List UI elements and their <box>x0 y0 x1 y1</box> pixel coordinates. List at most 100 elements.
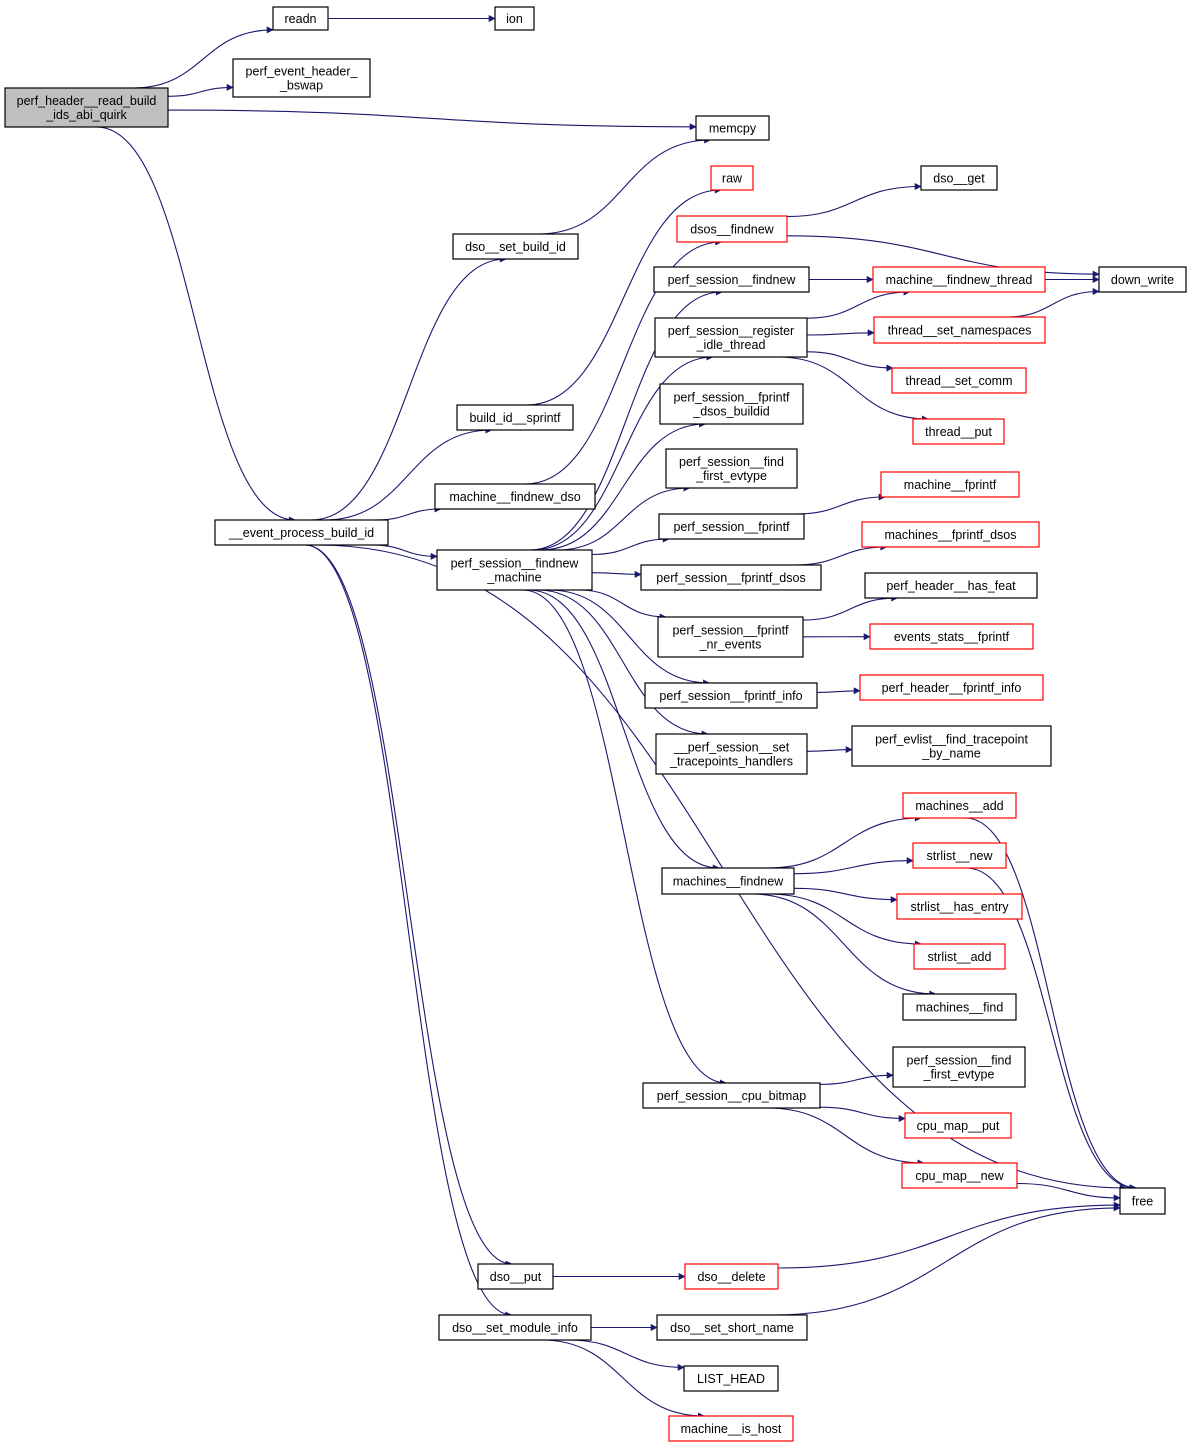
graph-node-dso_set_module_info[interactable]: dso__set_module_info <box>438 1314 592 1341</box>
graph-node-m_findnew_thread[interactable]: machine__findnew_thread <box>872 266 1046 293</box>
node-label: _ids_abi_quirk <box>45 108 127 122</box>
graph-node-ph_fprintf_info[interactable]: perf_header__fprintf_info <box>859 674 1044 701</box>
node-box <box>873 316 1046 344</box>
graph-node-strlist_has_entry[interactable]: strlist__has_entry <box>896 893 1023 920</box>
node-label: machine__findnew_dso <box>449 490 580 504</box>
node-box <box>4 87 169 128</box>
graph-node-dso_get[interactable]: dso__get <box>920 165 998 191</box>
node-box <box>913 943 1006 970</box>
node-box <box>436 549 593 591</box>
node-label: free <box>1132 1195 1154 1209</box>
node-box <box>920 165 998 191</box>
call-edge-ps_fprintf_dsos-to-ms_fprintf_dsos <box>794 543 888 566</box>
graph-node-ps_fprintf_nr_events[interactable]: perf_session__fprintf_nr_events <box>657 616 804 658</box>
node-label: strlist__has_entry <box>911 900 1010 914</box>
graph-node-m_findnew_dso[interactable]: machine__findnew_dso <box>434 483 596 510</box>
call-edge-dso_set_build_id-to-memcpy <box>538 136 712 235</box>
graph-node-ms_findnew[interactable]: machines__findnew <box>661 867 795 895</box>
call-edge-dso_set_module_info-to-list_head <box>567 1339 685 1371</box>
graph-node-ion[interactable]: ion <box>494 6 535 31</box>
node-box <box>477 1263 554 1290</box>
graph-node-event_process[interactable]: __event_process_build_id <box>214 519 389 546</box>
graph-node-dso_put[interactable]: dso__put <box>477 1263 554 1290</box>
call-edge-event_process-to-m_findnew_dso <box>375 505 442 521</box>
graph-node-ms_find[interactable]: machines__find <box>902 993 1017 1021</box>
graph-node-thread_set_ns[interactable]: thread__set_namespaces <box>873 316 1046 344</box>
graph-node-strlist_add[interactable]: strlist__add <box>913 943 1006 970</box>
graph-node-cpu_map_put[interactable]: cpu_map__put <box>904 1112 1012 1139</box>
node-box <box>655 733 808 775</box>
graph-node-bswap[interactable]: perf_event_header__bswap <box>232 58 371 98</box>
node-box <box>896 893 1023 920</box>
graph-node-cpu_map_new[interactable]: cpu_map__new <box>901 1162 1018 1189</box>
call-edge-ps_set_tp_handlers-to-evlist_find_tp <box>806 746 853 754</box>
graph-node-evlist_find_tp[interactable]: perf_evlist__find_tracepoint_by_name <box>851 725 1052 767</box>
graph-node-raw[interactable]: raw <box>710 165 754 191</box>
graph-node-dso_delete[interactable]: dso__delete <box>684 1263 779 1290</box>
node-label: _first_evtype <box>923 1068 995 1082</box>
graph-node-ps_set_tp_handlers[interactable]: __perf_session__set_tracepoints_handlers <box>655 733 808 775</box>
graph-node-ms_add[interactable]: machines__add <box>902 792 1017 819</box>
node-box <box>912 842 1007 869</box>
graph-node-thread_set_comm[interactable]: thread__set_comm <box>891 367 1027 394</box>
node-box <box>434 483 596 510</box>
graph-node-m_fprintf[interactable]: machine__fprintf <box>880 471 1020 498</box>
call-edge-ms_findnew-to-strlist_new <box>793 857 914 875</box>
node-label: perf_session__fprintf_info <box>659 689 802 703</box>
node-box <box>665 448 798 489</box>
node-label: _dsos_buildid <box>692 405 769 419</box>
graph-node-m_is_host[interactable]: machine__is_host <box>668 1415 794 1442</box>
node-label: LIST_HEAD <box>697 1372 765 1386</box>
graph-node-dso_set_build_id[interactable]: dso__set_build_id <box>452 233 579 260</box>
graph-node-down_write[interactable]: down_write <box>1098 266 1187 293</box>
node-label: thread__set_comm <box>905 374 1012 388</box>
graph-node-thread_put[interactable]: thread__put <box>912 418 1005 445</box>
node-label: memcpy <box>709 122 757 136</box>
node-box <box>661 867 795 895</box>
node-box <box>272 6 329 31</box>
node-label: dso__set_short_name <box>670 1321 794 1335</box>
node-box <box>659 383 804 425</box>
graph-node-ms_fprintf_dsos[interactable]: machines__fprintf_dsos <box>861 521 1040 548</box>
node-label: _idle_thread <box>696 338 766 352</box>
graph-node-dsos_findnew[interactable]: dsos__findnew <box>676 215 788 243</box>
node-label: perf_session__fprintf <box>673 391 790 405</box>
graph-node-strlist_new[interactable]: strlist__new <box>912 842 1007 869</box>
graph-node-list_head[interactable]: LIST_HEAD <box>683 1365 779 1392</box>
graph-node-ps_find_first_evtype_b[interactable]: perf_session__find_first_evtype <box>892 1046 1026 1088</box>
graph-node-dso_set_short_name[interactable]: dso__set_short_name <box>656 1314 808 1341</box>
graph-node-ps_fprintf[interactable]: perf_session__fprintf <box>658 513 805 540</box>
node-label: readn <box>285 12 317 26</box>
node-label: perf_header__has_feat <box>886 579 1016 593</box>
graph-node-events_stats_fprintf[interactable]: events_stats__fprintf <box>869 623 1034 650</box>
graph-node-ps_fprintf_info[interactable]: perf_session__fprintf_info <box>644 682 818 709</box>
node-label: perf_evlist__find_tracepoint <box>875 733 1028 747</box>
node-label: perf_header__read_build <box>17 94 157 108</box>
graph-node-ps_find_first_evtype_a[interactable]: perf_session__find_first_evtype <box>665 448 798 489</box>
node-box <box>864 572 1038 599</box>
node-box <box>644 682 818 709</box>
graph-node-ps_register_idle[interactable]: perf_session__register_idle_thread <box>654 317 808 358</box>
graph-node-ps_findnew[interactable]: perf_session__findnew <box>653 266 810 293</box>
graph-node-ps_fprintf_dsos_buildid[interactable]: perf_session__fprintf_dsos_buildid <box>659 383 804 425</box>
node-box <box>904 1112 1012 1139</box>
node-box <box>892 1046 1026 1088</box>
graph-node-memcpy[interactable]: memcpy <box>695 115 770 141</box>
node-label: cpu_map__put <box>917 1119 1000 1133</box>
call-edge-event_process-to-dso_put <box>305 544 513 1268</box>
graph-node-build_id_sprintf[interactable]: build_id__sprintf <box>456 404 574 431</box>
graph-node-free[interactable]: free <box>1119 1187 1166 1215</box>
node-label: raw <box>722 172 743 186</box>
graph-node-readn[interactable]: readn <box>272 6 329 31</box>
graph-node-ps_fprintf_dsos[interactable]: perf_session__fprintf_dsos <box>640 564 822 591</box>
call-edge-event_process-to-dso_set_module_info <box>304 544 513 1319</box>
call-edge-ps_fprintf_nr_events-to-ph_has_feat <box>802 594 899 621</box>
call-edge-event_process-to-dso_set_build_id <box>310 255 507 521</box>
graph-node-ps_cpu_bitmap[interactable]: perf_session__cpu_bitmap <box>642 1082 821 1109</box>
call-edge-root-to-readn <box>133 26 274 89</box>
call-edge-ps_findnew_machine-to-ps_findnew <box>529 288 723 551</box>
graph-node-ph_has_feat[interactable]: perf_header__has_feat <box>864 572 1038 599</box>
node-box <box>658 513 805 540</box>
graph-node-ps_findnew_machine[interactable]: perf_session__findnew_machine <box>436 549 593 591</box>
